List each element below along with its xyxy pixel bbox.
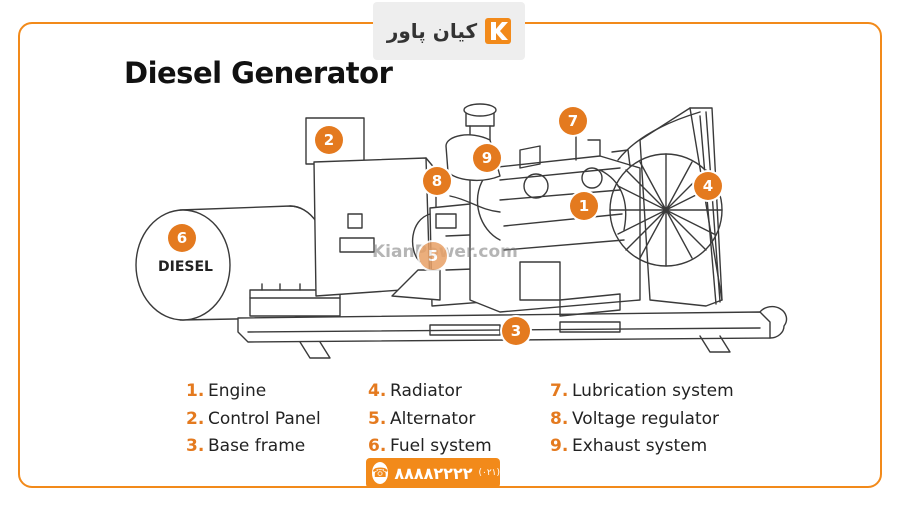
legend-item-lubrication: 7.Lubrication system [550,378,734,406]
legend-num: 5. [368,408,387,429]
legend-num: 8. [550,408,569,429]
legend-label: Control Panel [208,408,321,429]
legend-label: Base frame [208,436,306,456]
phone-number: ۸۸۸۸۲۲۲۲ [394,463,473,483]
phone-banner[interactable]: ☎ ۸۸۸۸۲۲۲۲ (۰۲۱) [366,458,500,488]
legend-label: Alternator [390,408,476,429]
legend-label: Radiator [390,381,462,401]
legend-item-control-panel: 2.Control Panel [186,406,321,434]
control-panel [305,117,437,297]
callout-badge-alternator: 5 [419,242,447,270]
legend-num: 2. [186,408,205,429]
brand-logo[interactable]: کیان پاور [373,2,525,60]
legend-label: Voltage regulator [572,408,720,429]
legend-column-2: 4.Radiator 5.Alternator 6.Fuel system [368,378,492,461]
legend-item-base-frame: 3.Base frame [186,433,321,461]
callout-badge-engine: 1 [570,192,598,220]
legend-item-voltage-regulator: 8.Voltage regulator [550,406,734,434]
legend-num: 4. [368,381,387,401]
logo-text: کیان پاور [386,19,478,43]
callout-badge-control-panel: 2 [315,126,343,154]
callout-badge-base-frame: 3 [502,317,530,345]
callout-badge-radiator: 4 [694,172,722,200]
legend-item-exhaust: 9.Exhaust system [550,433,734,461]
legend-column-3: 7.Lubrication system 8.Voltage regulator… [550,378,734,461]
legend-num: 7. [550,381,569,401]
legend-item-radiator: 4.Radiator [368,378,492,406]
callout-badge-lubrication: 7 [559,107,587,135]
callout-badge-voltage-regulator: 8 [423,167,451,195]
legend-item-alternator: 5.Alternator [368,406,492,434]
legend-label: Exhaust system [572,436,708,456]
legend-label: Lubrication system [572,381,734,401]
legend-num: 9. [550,436,569,456]
phone-area-code: (۰۲۱) [478,468,500,478]
legend-num: 6. [368,436,387,456]
page-title: Diesel Generator [124,56,393,90]
legend-column-1: 1.Engine 2.Control Panel 3.Base frame [186,378,321,461]
radiator [609,107,723,307]
legend-num: 3. [186,436,205,456]
legend-label: Engine [208,381,267,401]
legend-num: 1. [186,381,205,401]
phone-icon: ☎ [372,462,389,484]
callout-badge-exhaust: 9 [473,144,501,172]
engine-block [469,155,641,317]
legend-item-engine: 1.Engine [186,378,321,406]
callout-badge-fuel-system: 6 [168,224,196,252]
fuel-tank-label: DIESEL [158,259,213,275]
legend-label: Fuel system [390,436,492,456]
legend-item-fuel-system: 6.Fuel system [368,433,492,461]
logo-k-icon [485,18,512,44]
